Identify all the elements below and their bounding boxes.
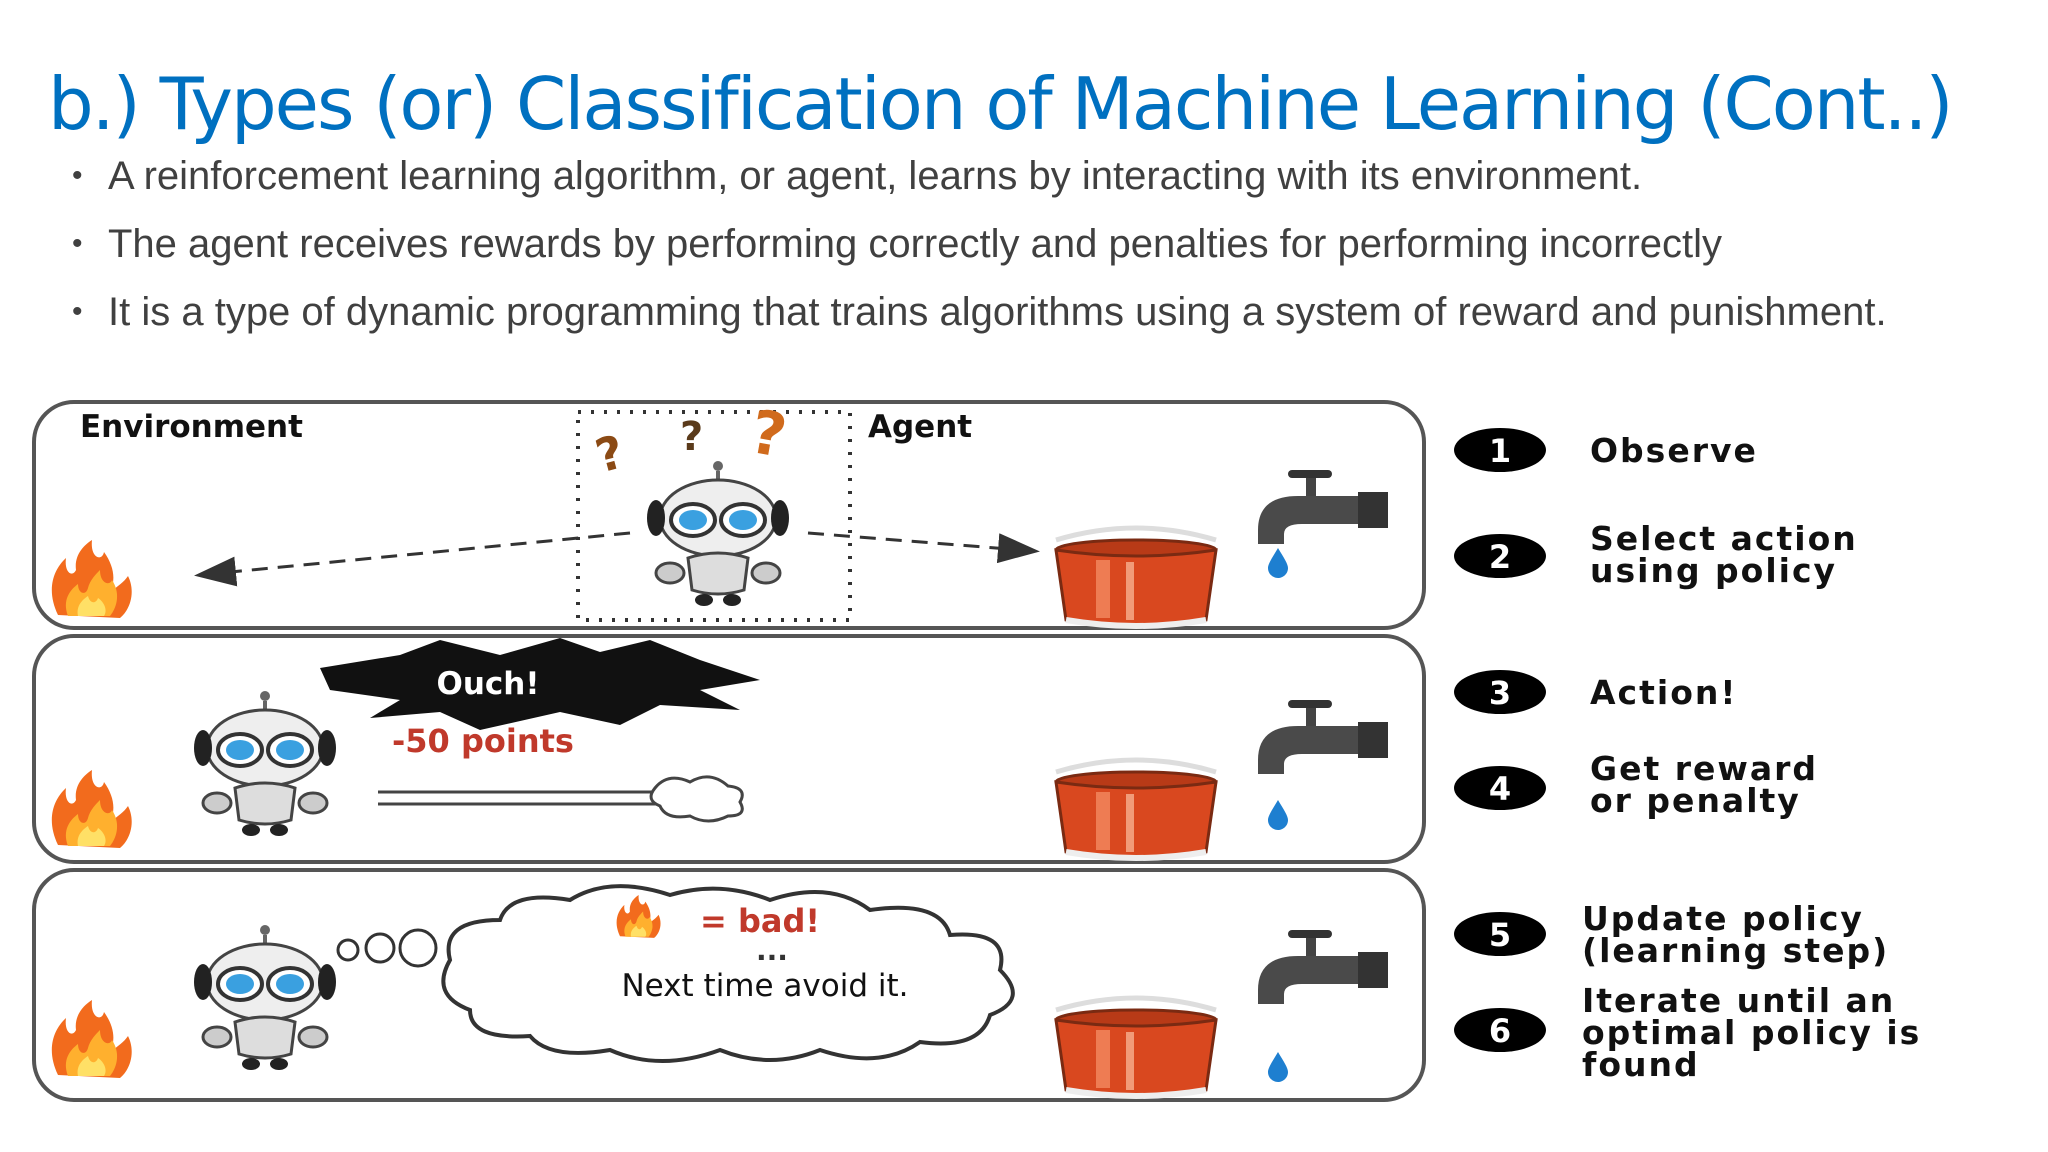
step-number: 5	[1489, 916, 1511, 954]
step-1: 1 Observe	[1454, 428, 1758, 472]
bullet-dot: •	[72, 295, 83, 328]
bullet-text: A reinforcement learning algorithm, or a…	[108, 154, 1643, 198]
step-number: 2	[1489, 538, 1511, 576]
bullet-item: • It is a type of dynamic programming th…	[72, 289, 1972, 335]
step-label: found	[1582, 1045, 1700, 1084]
bucket-icon	[1056, 528, 1216, 626]
thought-bubble-dot	[336, 938, 360, 962]
step-label: or penalty	[1590, 781, 1801, 820]
bullet-item: • A reinforcement learning algorithm, or …	[72, 153, 1972, 199]
arrow-to-fire	[194, 531, 631, 587]
step-label: Action!	[1590, 673, 1737, 712]
arrow-to-bucket	[807, 531, 1040, 564]
step-label: using policy	[1590, 551, 1837, 590]
thought-bubble-dot	[398, 928, 438, 968]
bad-text: = bad!	[700, 902, 820, 940]
step-label: Select action	[1590, 519, 1858, 558]
step-label: Iterate until an	[1582, 981, 1895, 1020]
step-list: 1 Observe 2 Select action using policy 3…	[1454, 428, 1921, 1084]
step-number: 4	[1489, 770, 1511, 808]
bucket-icon	[1056, 998, 1216, 1096]
bullet-text: The agent receives rewards by performing…	[108, 222, 1723, 266]
step-number-badge	[1454, 912, 1546, 956]
step-label: Get reward	[1590, 749, 1818, 788]
slide-title: b.) Types (or) Classification of Machine…	[48, 62, 1954, 146]
step-number-badge	[1454, 428, 1546, 472]
step-label: Update policy	[1582, 899, 1864, 938]
bullet-text: It is a type of dynamic programming that…	[108, 290, 1887, 334]
step-4: 4 Get reward or penalty	[1454, 749, 1818, 820]
step-label: Observe	[1590, 431, 1758, 470]
bullet-item: • The agent receives rewards by performin…	[72, 221, 1972, 267]
step-6: 6 Iterate until an optimal policy is fou…	[1454, 981, 1921, 1084]
step-number-badge	[1454, 766, 1546, 810]
step-5: 5 Update policy (learning step)	[1454, 899, 1889, 970]
thought-bubble-dot	[364, 932, 396, 964]
bullet-dot: •	[72, 227, 83, 260]
next-time-text: Next time avoid it.	[621, 968, 908, 1004]
agent-label: Agent	[868, 409, 972, 445]
step-number: 3	[1489, 674, 1511, 712]
step-2: 2 Select action using policy	[1454, 519, 1858, 590]
ouch-burst	[320, 638, 760, 730]
step-number-badge	[1454, 670, 1546, 714]
svg-text:?: ?	[680, 414, 703, 460]
step-label: (learning step)	[1582, 931, 1889, 970]
bullet-list: • A reinforcement learning algorithm, or …	[72, 153, 1972, 335]
bucket-icon	[1056, 760, 1216, 858]
ouch-text: Ouch!	[436, 666, 539, 702]
environment-label: Environment	[80, 409, 303, 445]
step-number: 1	[1489, 432, 1511, 470]
step-3: 3 Action!	[1454, 670, 1737, 714]
step-number: 6	[1489, 1012, 1511, 1050]
step-number-badge	[1454, 534, 1546, 578]
dust-cloud	[649, 775, 744, 823]
step-number-badge	[1454, 1008, 1546, 1052]
step-label: optimal policy is	[1582, 1013, 1921, 1052]
thought-cloud	[441, 884, 1015, 1063]
bullet-dot: •	[72, 159, 83, 192]
points-text: -50 points	[392, 722, 574, 760]
ellipsis-text: ...	[756, 934, 788, 967]
